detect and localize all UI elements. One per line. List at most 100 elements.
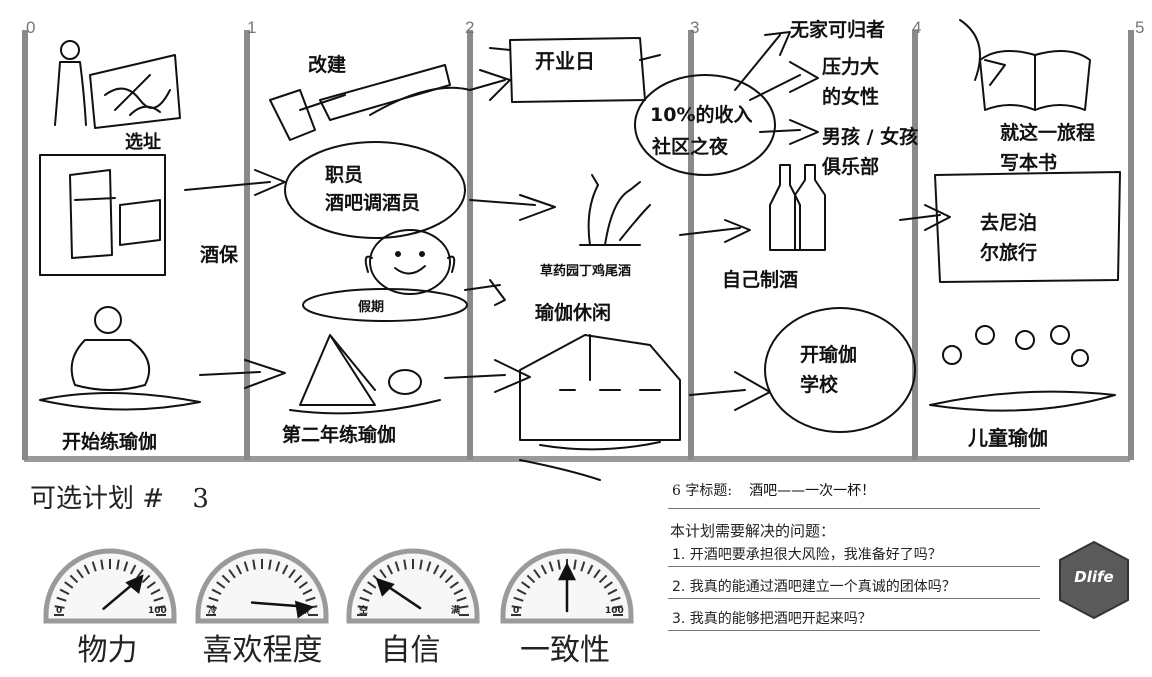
- questions-header: 本计划需要解决的问题：: [670, 522, 836, 540]
- bar-furniture-icon: [39, 154, 166, 276]
- gauge-face: [43, 548, 177, 624]
- gauge-tick: [288, 569, 296, 579]
- gauge-tick: [603, 581, 613, 589]
- label-kids-yoga: 儿童瑜伽: [968, 426, 1048, 450]
- yoga-person-icon: [39, 306, 201, 411]
- gauge-face: [346, 548, 480, 624]
- label-stressed-2: 的女性: [822, 86, 880, 108]
- label-income-2: 社区之夜: [652, 136, 729, 158]
- arrow-icon: [899, 204, 951, 231]
- question-1: 1. 开酒吧要承担很大风险，我准备好了吗？: [672, 547, 942, 563]
- label-yoga-school-2: 学校: [800, 374, 839, 396]
- gauge-tick: [359, 596, 370, 602]
- gauge-tick: [243, 561, 249, 572]
- question-2: 2. 我真的能通过酒吧建立一个真诚的团体吗？: [672, 579, 956, 595]
- year-marker-1: 1: [247, 18, 257, 37]
- gauge-tick: [208, 596, 219, 602]
- label-yoga-leisure: 瑜伽休闲: [535, 302, 612, 324]
- label-renovate: 改建: [308, 54, 347, 76]
- yoga-building-icon: [519, 334, 681, 481]
- gauge-needle: [375, 577, 422, 610]
- label-holiday: 假期: [358, 300, 385, 315]
- gauge-tick: [444, 574, 454, 584]
- label-income-1: 10%的收入: [650, 104, 753, 126]
- year-marker-3: 3: [690, 18, 700, 37]
- arrow-icon: [734, 31, 791, 91]
- gauge-tick: [141, 574, 151, 584]
- label-brew: 自己制酒: [722, 269, 799, 291]
- gauge: 空满: [346, 548, 480, 624]
- gauge-needle: [102, 574, 144, 610]
- gauge: 冷热: [195, 548, 329, 624]
- arrow-icon: [749, 61, 819, 101]
- gauge-tick: [268, 559, 272, 570]
- wine-bottles-icon: [769, 164, 826, 251]
- headline-label: 6 字标题:: [672, 483, 733, 499]
- gauge-tick: [59, 588, 70, 596]
- gauge: 0 100: [43, 548, 177, 624]
- label-yoga-school-1: 开瑜伽: [800, 344, 858, 366]
- gauge-tick: [305, 596, 316, 602]
- divider: [668, 630, 1040, 631]
- smiling-face-icon: [364, 229, 456, 295]
- gauge-tick: [449, 581, 459, 589]
- gauge-tick: [439, 569, 447, 579]
- label-herb-cocktail: 草药园丁鸡尾酒: [540, 264, 632, 279]
- year-marker-4: 4: [912, 18, 922, 37]
- gauge-tick: [298, 581, 308, 589]
- arrow-icon: [689, 371, 771, 411]
- gauge-tick: [394, 561, 400, 572]
- gauge-tick: [69, 574, 79, 584]
- divider: [668, 566, 1040, 567]
- gauge-tick: [403, 559, 407, 570]
- yoga-school-ellipse: [764, 307, 916, 433]
- headline-value: 酒吧——一次一杯！: [749, 483, 876, 499]
- gauge-label-liking: 喜欢程度: [202, 633, 323, 668]
- gauge-tick: [64, 581, 74, 589]
- gauge-tick: [607, 588, 618, 596]
- gauge-tick: [419, 559, 423, 570]
- gauges-svg: 0100冷热空满0100: [43, 548, 634, 624]
- person-map-icon: [54, 40, 181, 129]
- gauge-tick: [548, 561, 554, 572]
- sailboat-icon: [289, 334, 441, 415]
- arrow-icon: [199, 359, 286, 389]
- gauge-tick: [153, 596, 164, 602]
- arrow-icon: [464, 279, 506, 306]
- gauge-needle: [250, 600, 315, 619]
- gauge-tick: [593, 569, 601, 579]
- gauge-tick: [206, 605, 217, 609]
- label-bar-furniture: 酒保: [200, 244, 239, 266]
- arrow-icon: [469, 194, 556, 221]
- gauge-tick: [573, 559, 577, 570]
- income-ellipse: [634, 74, 776, 176]
- year-marker-2: 2: [465, 18, 475, 37]
- gauge-tick: [612, 605, 623, 609]
- label-book-1: 就这一旅程: [1000, 122, 1096, 144]
- gauge-tick: [146, 581, 156, 589]
- gauge-tick: [91, 561, 97, 572]
- gauge-min-label: 0: [56, 606, 62, 616]
- label-second-year-yoga: 第二年练瑜伽: [282, 424, 397, 446]
- label-book-2: 写本书: [1000, 152, 1058, 174]
- divider: [668, 508, 1040, 509]
- gauge-max-label: 100: [605, 606, 624, 616]
- gauge-tick: [386, 564, 394, 575]
- gauge-min-label: 冷: [208, 604, 217, 616]
- tools-icon: [269, 64, 451, 141]
- gauge-tick: [302, 588, 313, 596]
- gauge-max-label: 100: [148, 606, 167, 616]
- label-start-yoga: 开始练瑜伽: [62, 431, 158, 453]
- gauge-tick: [56, 596, 67, 602]
- gauge-tick: [521, 581, 531, 589]
- arrow-icon: [184, 169, 286, 196]
- label-staff-1: 职员: [325, 164, 364, 186]
- logo-text: Dlife: [1074, 568, 1114, 586]
- gauge-tick: [155, 605, 166, 609]
- nepal-box: [934, 171, 1121, 283]
- gauge-tick: [221, 574, 231, 584]
- gauge-tick: [211, 588, 222, 596]
- gauge-tick: [453, 588, 464, 596]
- gauge-tick: [228, 569, 236, 579]
- gauge-label-consistency: 一致性: [520, 633, 610, 668]
